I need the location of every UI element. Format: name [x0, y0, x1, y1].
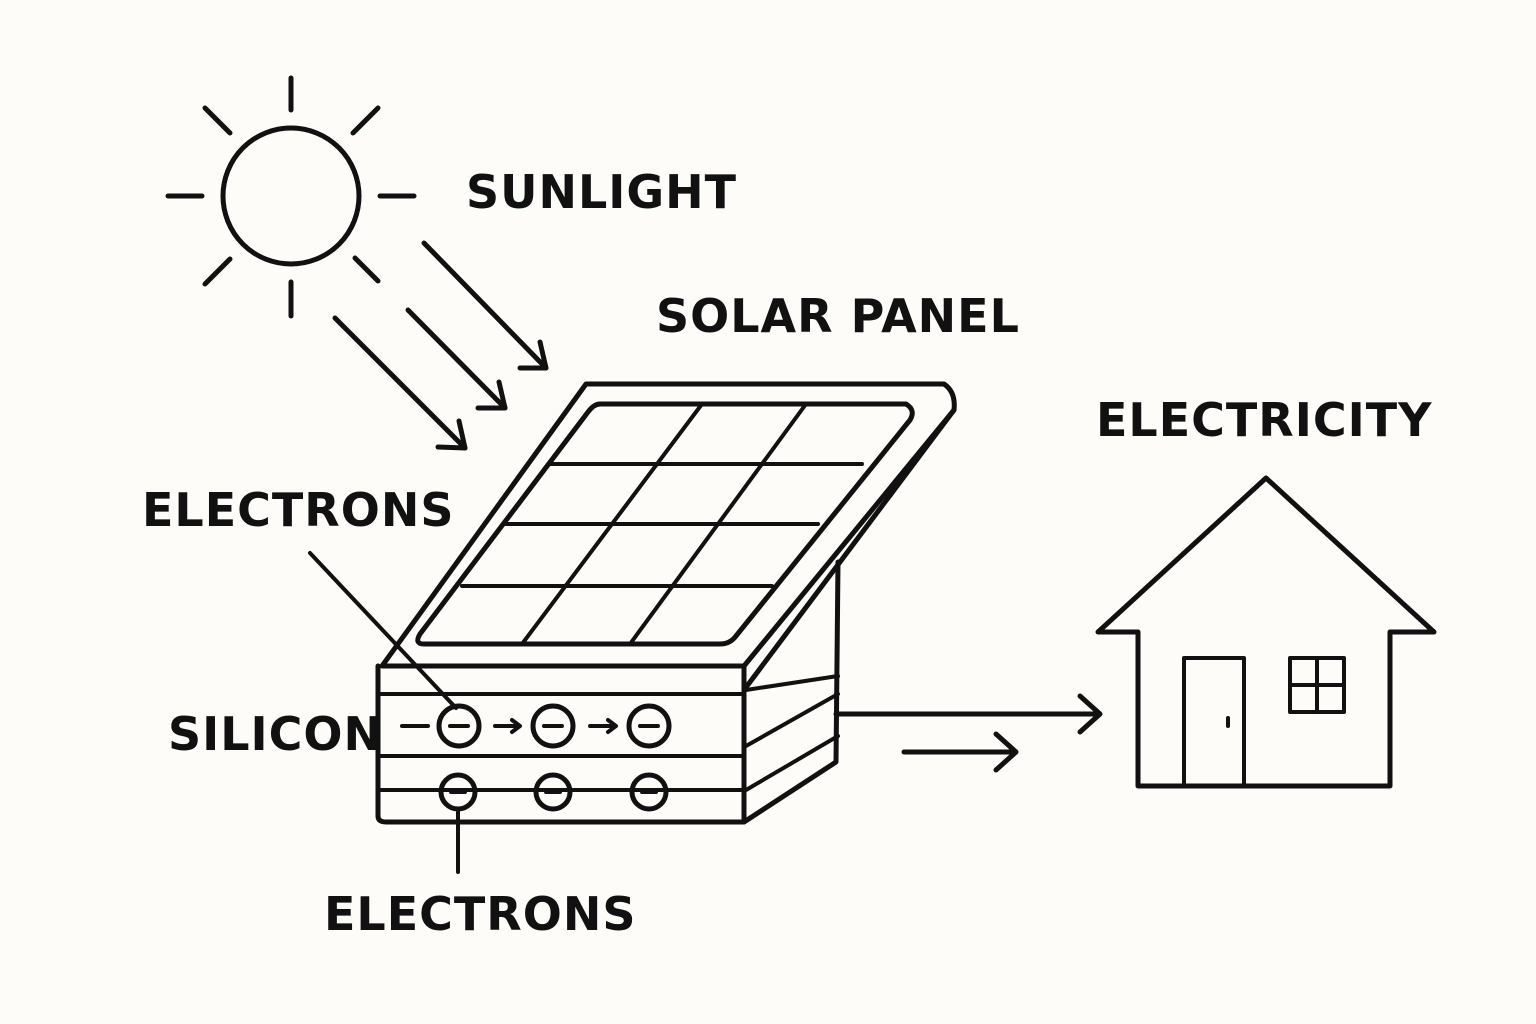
- electrons-top-label: ELECTRONS: [142, 483, 454, 537]
- silicon-block: [375, 559, 841, 825]
- electron-minus-icon: [533, 772, 573, 812]
- electron-minus-icon: [436, 703, 482, 749]
- current-arrow-small: [901, 731, 1019, 773]
- solar-panel-label: SOLAR PANEL: [656, 289, 1020, 343]
- electron-minus-icon: [626, 703, 672, 749]
- solar-panel-icon: [379, 381, 957, 693]
- ray-arrow-3: [332, 315, 468, 451]
- electricity-label: ELECTRICITY: [1096, 393, 1432, 447]
- ray-arrow-2: [405, 307, 508, 411]
- electron-minus-icon: [530, 703, 576, 749]
- electrons-top-leader: [308, 551, 458, 710]
- current-arrow-main: [833, 693, 1103, 735]
- silicon-label: SILICON: [168, 707, 383, 761]
- electron-minus-icon: [629, 772, 669, 812]
- electron-row-bottom: [438, 772, 669, 812]
- arrow-right-icon: [493, 718, 522, 734]
- ray-arrow-1: [421, 240, 549, 371]
- house-icon: [1095, 475, 1437, 789]
- window-icon: [1288, 656, 1346, 714]
- arrow-right-icon: [588, 718, 618, 734]
- sun-icon: [165, 75, 417, 319]
- sunlight-label: SUNLIGHT: [466, 165, 737, 219]
- electrons-bottom-label: ELECTRONS: [324, 887, 636, 941]
- sunlight-rays: [332, 240, 549, 451]
- door-icon: [1182, 656, 1246, 788]
- electron-row-top: [400, 703, 672, 749]
